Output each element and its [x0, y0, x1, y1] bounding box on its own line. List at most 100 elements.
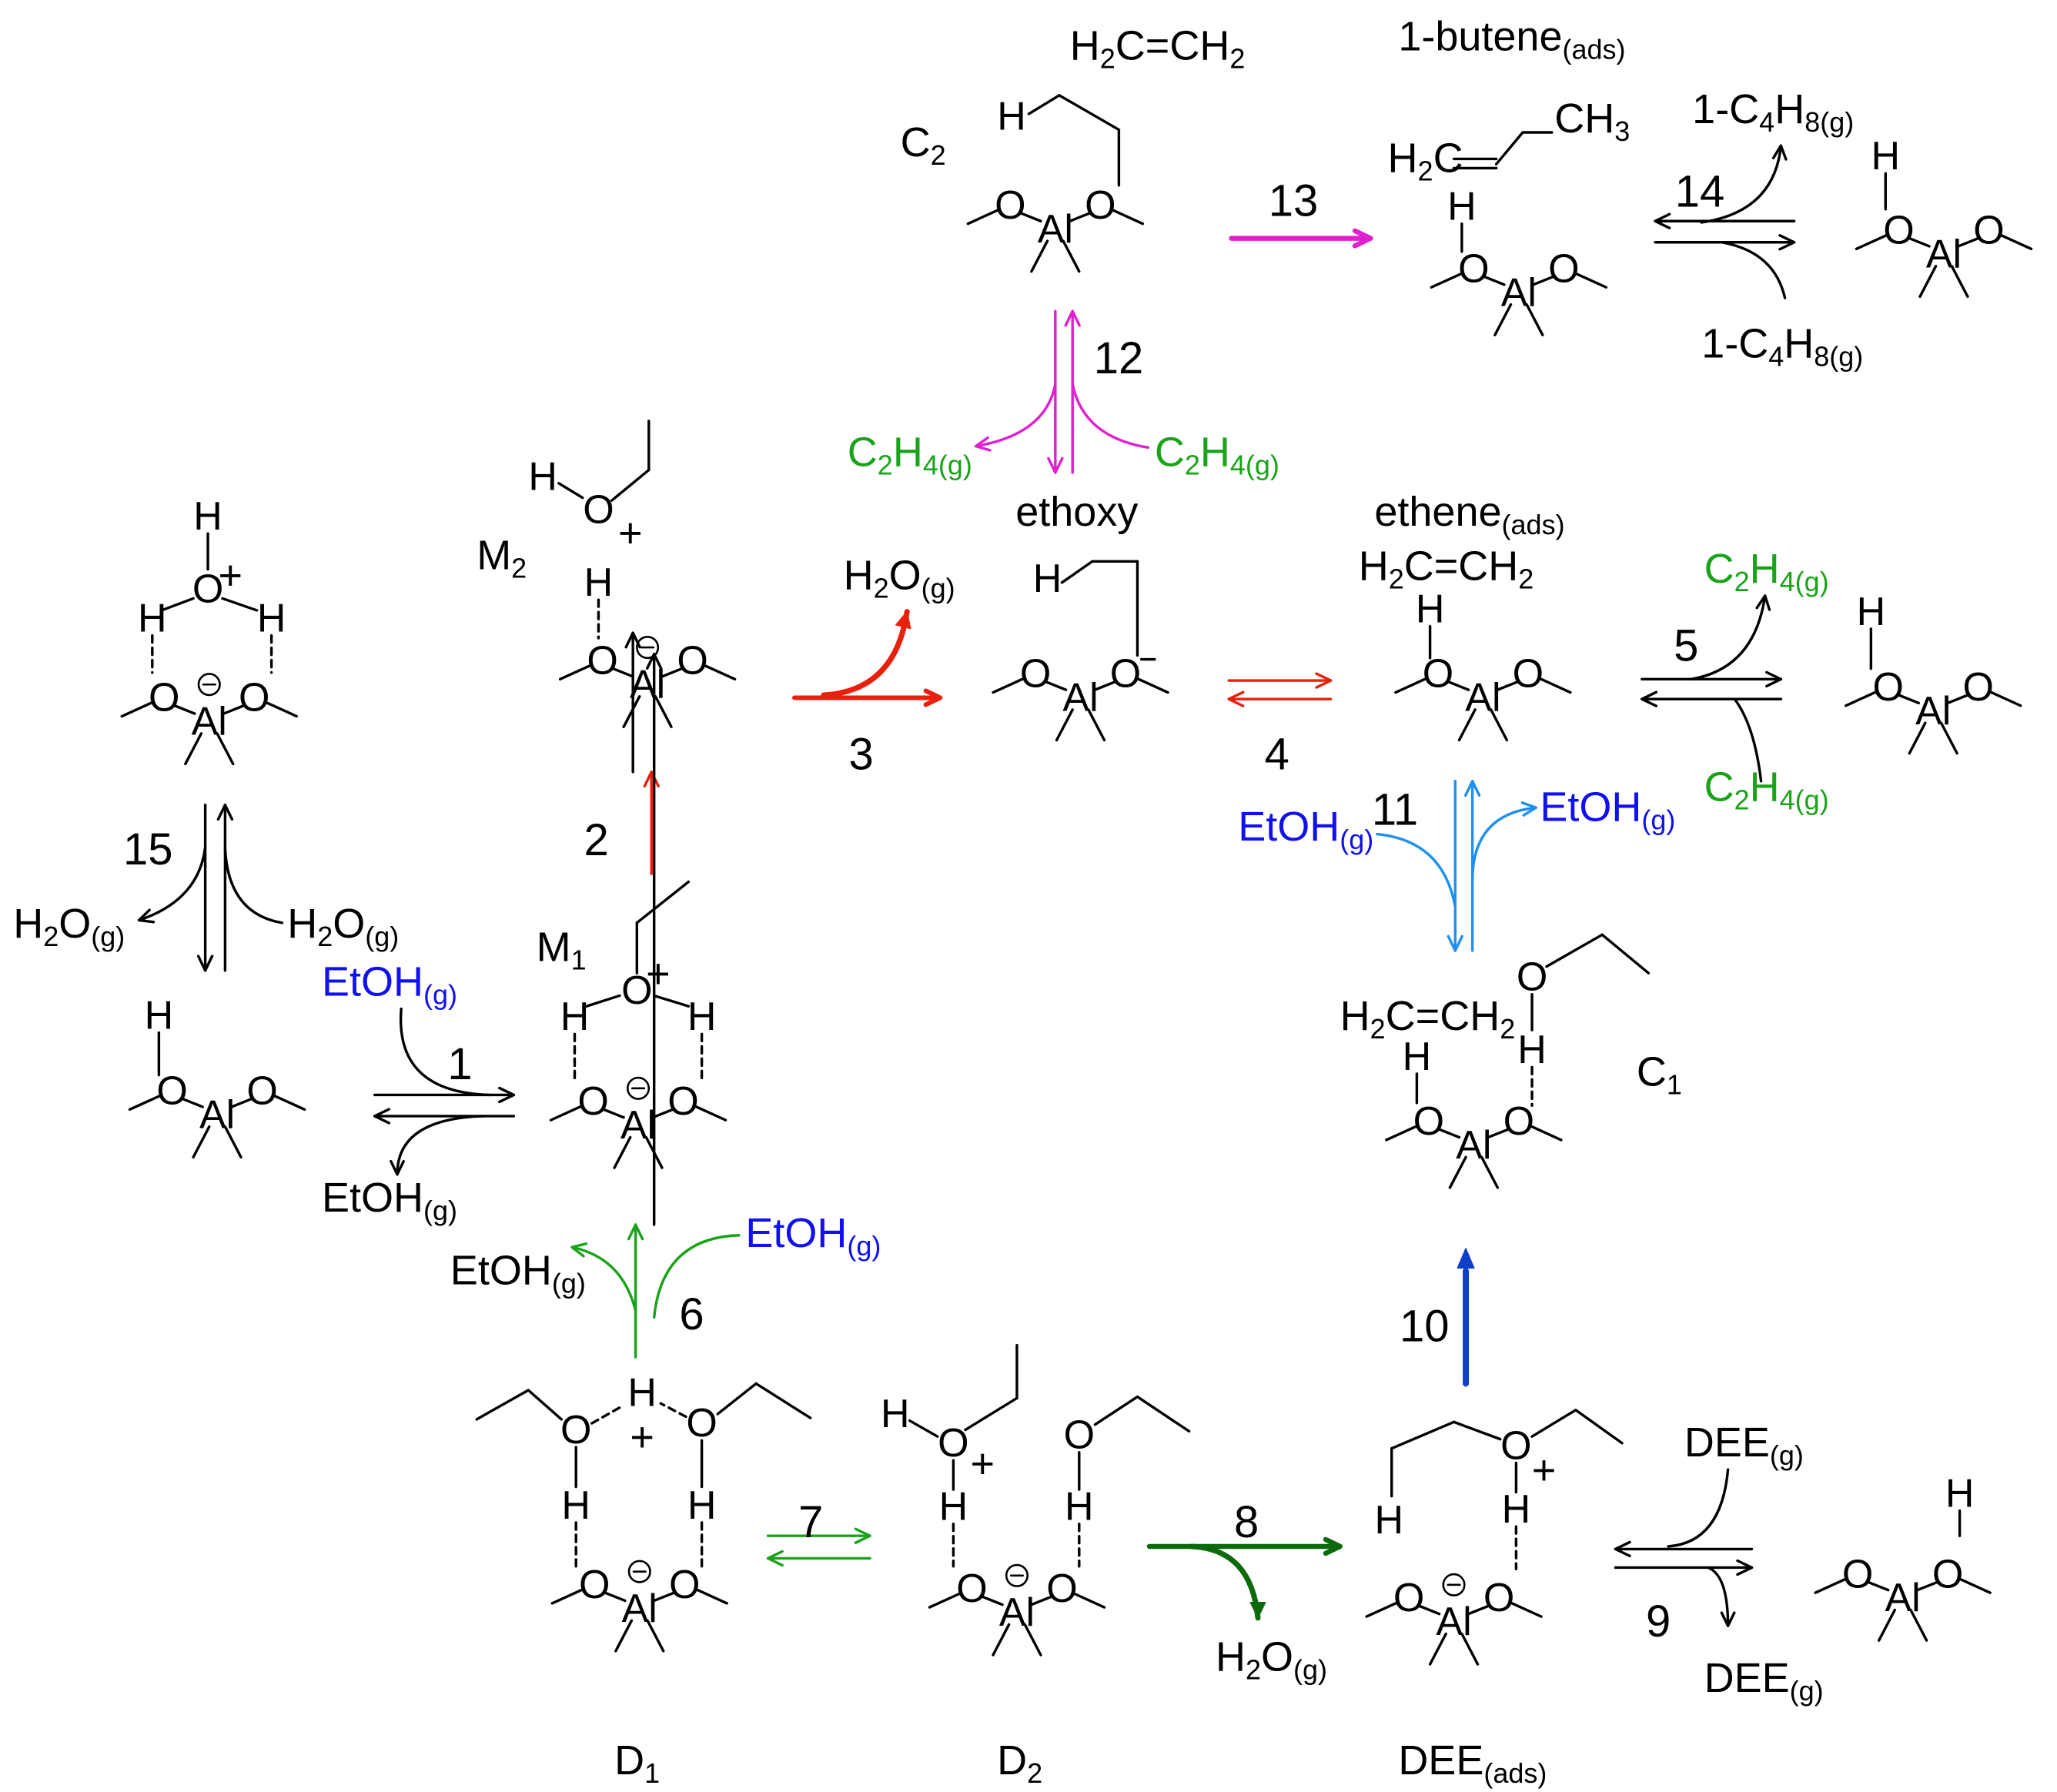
bond [604, 1591, 627, 1603]
atom-h: H [687, 1483, 717, 1528]
ethylene-out-step5: C2H4(g) [1704, 546, 1829, 597]
water-in-step15: H2O(g) [287, 901, 399, 952]
curved-line [223, 846, 284, 924]
bond [1418, 1604, 1441, 1616]
atom-h: H [257, 596, 286, 640]
label-c2: C2 [901, 119, 946, 171]
water-out-step3: H2O(g) [844, 552, 955, 603]
atom-o: O [1413, 1099, 1444, 1144]
bond [1087, 708, 1106, 742]
arrow-head [1778, 234, 1796, 251]
bond [659, 1402, 687, 1419]
etoh-out-step1: EtOH(g) [322, 1175, 457, 1226]
bond [1496, 680, 1519, 691]
bond [1939, 721, 1958, 755]
curved-line [399, 1007, 492, 1097]
atom-o: O [686, 1401, 717, 1446]
bond [1494, 131, 1524, 165]
atom-o: O [1064, 1413, 1095, 1458]
atom-o: O [587, 638, 617, 683]
atom-o: O [938, 1421, 968, 1466]
curved-line [1733, 697, 1763, 783]
bond [557, 482, 584, 500]
atom-o: O [1962, 665, 1993, 710]
bond [1897, 694, 1920, 705]
curved-arrow [396, 1115, 485, 1176]
ethylene-in-step12: C2H4(g) [1155, 429, 1279, 480]
atom-o: O [1500, 1423, 1531, 1468]
atom-o: O [1423, 652, 1453, 697]
arrow-head [1654, 212, 1671, 229]
bond [1575, 272, 1608, 289]
atom-al: Al [1062, 676, 1098, 720]
bond [1136, 1395, 1191, 1433]
arrow-head [1315, 672, 1333, 689]
positive-charge: + [970, 1441, 995, 1487]
bond [527, 1389, 563, 1421]
curved-line [652, 1234, 741, 1319]
arrow-head [627, 1223, 644, 1241]
bond [1990, 690, 2022, 707]
atom-o: O [1046, 1566, 1077, 1611]
atom-o: O [621, 968, 652, 1013]
atom-o: O [1483, 1576, 1514, 1620]
step-number-15: 15 [123, 824, 173, 874]
ethylene-in-step5: C2H4(g) [1704, 764, 1829, 816]
bond [1093, 1395, 1139, 1426]
step-number-1: 1 [447, 1039, 472, 1089]
dee-in-step9: DEE(g) [1684, 1419, 1804, 1471]
bond [1430, 272, 1462, 289]
bond [1452, 1420, 1502, 1441]
step-number-11: 11 [1372, 785, 1418, 835]
bond [1909, 1608, 1928, 1642]
curved-line [1071, 383, 1149, 450]
step-number-9: 9 [1646, 1596, 1671, 1647]
step-number-6: 6 [679, 1289, 704, 1339]
atom-o: O [1883, 208, 1914, 252]
curved-arrow [137, 846, 207, 922]
bond [1467, 1604, 1490, 1616]
arrow-head [1323, 1536, 1343, 1556]
water-release-arrow [1189, 1543, 1261, 1621]
bond [1908, 721, 1927, 755]
step-number-10: 10 [1400, 1301, 1450, 1351]
curved-arrow [1700, 144, 1783, 224]
arrow-head [196, 955, 214, 972]
bond [1510, 1602, 1543, 1618]
atom-o: O [1393, 1576, 1424, 1620]
atom-o: O [560, 1408, 591, 1453]
curved-line [1667, 1468, 1730, 1548]
atom-h: H [1871, 134, 1900, 179]
bond [1448, 1155, 1467, 1189]
bond [1574, 1409, 1624, 1445]
curved-arrow [974, 383, 1057, 448]
bond [1428, 1632, 1447, 1666]
bond [1457, 708, 1477, 742]
ethene-formula-c1: H2C=CH2 [1340, 993, 1516, 1045]
bond [1525, 303, 1544, 336]
atom-o: O [1973, 208, 2004, 252]
bond [754, 1382, 812, 1419]
label-ethene-ads: ethene(ads) [1374, 489, 1564, 540]
dee-out-step9: DEE(g) [1704, 1655, 1824, 1707]
step-number-12: 12 [1094, 333, 1144, 383]
arrow-head [1520, 801, 1537, 817]
arrow-head [390, 1159, 405, 1176]
arrow-head [1765, 670, 1783, 688]
atom-o: O [995, 183, 1025, 228]
atom-h: H [939, 1485, 968, 1530]
step-number-14: 14 [1675, 166, 1725, 216]
atom-al: Al [620, 1103, 656, 1148]
bond [704, 664, 737, 681]
bond [635, 880, 691, 924]
bond [1112, 209, 1145, 226]
bond [120, 701, 152, 718]
bond [1069, 212, 1092, 222]
atom-h: H [997, 95, 1026, 139]
bond [651, 1108, 674, 1119]
arrow-head [498, 1086, 516, 1104]
atom-h: H [1857, 590, 1886, 634]
atom-h: H [1374, 1498, 1403, 1543]
label-m1: M1 [537, 924, 587, 976]
